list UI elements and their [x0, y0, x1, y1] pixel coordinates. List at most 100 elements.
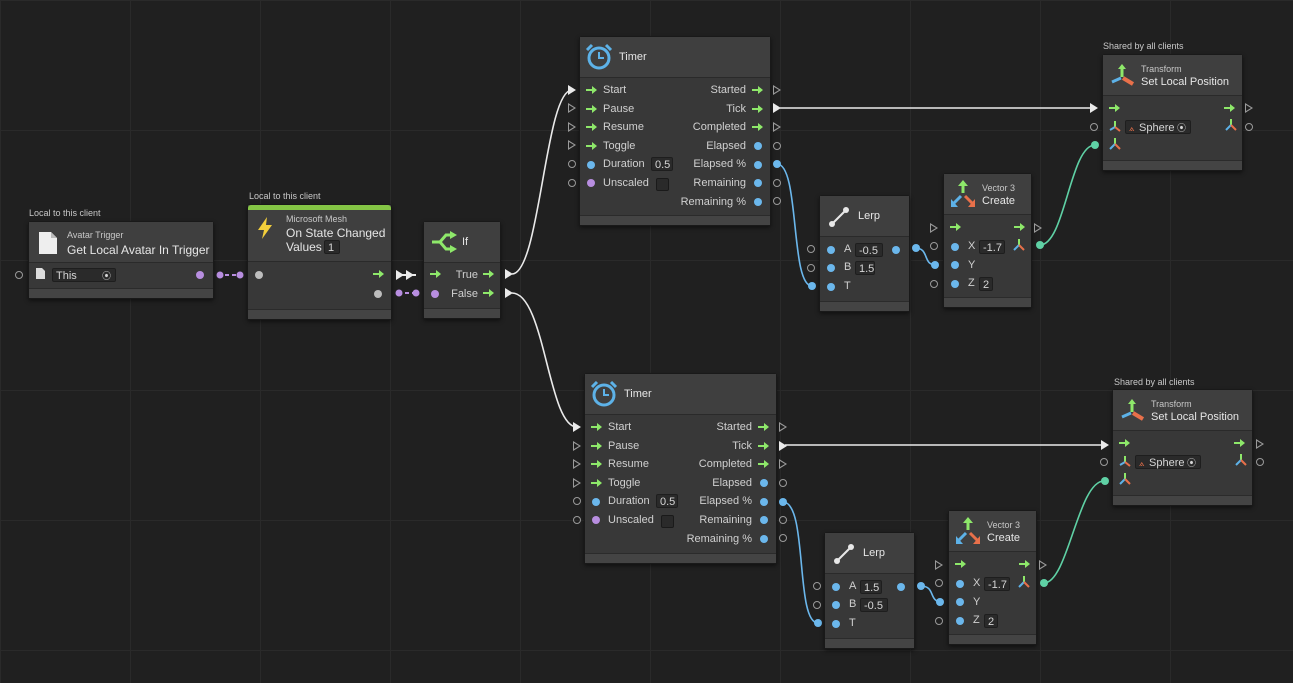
start-flow-arrow[interactable]: [586, 85, 598, 95]
x-connector[interactable]: [930, 242, 938, 250]
b-field[interactable]: -0.5: [860, 598, 888, 612]
flow-connector-out[interactable]: [396, 270, 404, 280]
avatar-output-port[interactable]: [196, 271, 204, 279]
a-input-port[interactable]: [832, 583, 840, 591]
start-flow-arrow[interactable]: [591, 422, 603, 432]
completed-connector[interactable]: [779, 459, 787, 469]
transform-out-connector[interactable]: [1245, 123, 1253, 131]
started-flow-arrow[interactable]: [758, 422, 770, 432]
start-connector[interactable]: [573, 422, 581, 432]
tick-connector[interactable]: [779, 441, 787, 451]
vector-flow-connector[interactable]: [930, 223, 938, 233]
elapsed-output-port[interactable]: [760, 479, 768, 487]
toggle-flow-arrow[interactable]: [591, 478, 603, 488]
elapsed-percent-output-port[interactable]: [760, 498, 768, 506]
target-connector[interactable]: [1090, 123, 1098, 131]
a-connector[interactable]: [807, 245, 815, 253]
flow-output-arrow[interactable]: [1019, 559, 1031, 569]
resume-flow-arrow[interactable]: [591, 459, 603, 469]
unscaled-checkbox[interactable]: [656, 178, 669, 191]
y-connector[interactable]: [931, 261, 939, 269]
lerp-out-connector[interactable]: [917, 582, 925, 590]
duration-field[interactable]: 0.5: [651, 157, 673, 171]
pause-connector[interactable]: [573, 441, 581, 451]
unscaled-input-port[interactable]: [587, 179, 595, 187]
vector3-create-node-2[interactable]: Vector 3 Create X -1.7 Y Z 2: [948, 510, 1037, 645]
completed-connector[interactable]: [773, 122, 781, 132]
flow-output-arrow[interactable]: [1224, 103, 1236, 113]
duration-connector[interactable]: [568, 160, 576, 168]
target-connector[interactable]: [1100, 458, 1108, 466]
state-changed-node[interactable]: Microsoft Mesh On State Changed Values 1: [247, 204, 392, 320]
z-connector[interactable]: [935, 617, 943, 625]
t-connector[interactable]: [814, 619, 822, 627]
b-input-port[interactable]: [827, 264, 835, 272]
tick-flow-arrow[interactable]: [758, 441, 770, 451]
unscaled-connector[interactable]: [568, 179, 576, 187]
lerp-output-port[interactable]: [892, 246, 900, 254]
resume-flow-arrow[interactable]: [586, 122, 598, 132]
vector-flow-out-connector[interactable]: [1034, 223, 1042, 233]
resume-connector[interactable]: [568, 122, 576, 132]
target-icon[interactable]: ⦿: [1186, 458, 1196, 468]
b-connector[interactable]: [813, 601, 821, 609]
false-output-arrow[interactable]: [483, 288, 495, 298]
vector3-create-node-1[interactable]: Vector 3 Create X -1.7 Y Z 2: [943, 173, 1032, 308]
remaining-output-port[interactable]: [754, 179, 762, 187]
timer-node-1[interactable]: Timer Start Pause Resume Toggle Duration…: [579, 36, 771, 226]
position-connector[interactable]: [1091, 141, 1099, 149]
condition-input-port[interactable]: [431, 290, 439, 298]
false-connector[interactable]: [505, 288, 513, 298]
y-connector[interactable]: [936, 598, 944, 606]
target-icon[interactable]: ⦿: [101, 271, 111, 281]
object-field[interactable]: This⦿: [52, 268, 116, 282]
t-connector[interactable]: [808, 282, 816, 290]
flow-output-arrow[interactable]: [1014, 222, 1026, 232]
values-field[interactable]: 1: [324, 240, 340, 254]
z-input-port[interactable]: [951, 280, 959, 288]
started-flow-arrow[interactable]: [752, 85, 764, 95]
vector-out-connector[interactable]: [1040, 579, 1048, 587]
flow-connector-in[interactable]: [406, 270, 414, 280]
resume-connector[interactable]: [573, 459, 581, 469]
remaining-percent-output-port[interactable]: [760, 535, 768, 543]
z-connector[interactable]: [930, 280, 938, 288]
transform-flow-connector[interactable]: [1101, 440, 1109, 450]
flow-output-arrow[interactable]: [1234, 438, 1246, 448]
a-field[interactable]: -0.5: [855, 243, 883, 257]
unscaled-connector[interactable]: [573, 516, 581, 524]
remaining-percent-connector[interactable]: [773, 197, 781, 205]
transform-out-connector[interactable]: [1256, 458, 1264, 466]
started-connector[interactable]: [779, 422, 787, 432]
flow-output-arrow[interactable]: [373, 269, 385, 279]
a-connector[interactable]: [813, 582, 821, 590]
completed-flow-arrow[interactable]: [758, 459, 770, 469]
transform-flow-out-connector[interactable]: [1256, 439, 1264, 449]
vector-flow-connector[interactable]: [935, 560, 943, 570]
y-input-port[interactable]: [951, 261, 959, 269]
flow-input-arrow[interactable]: [950, 222, 962, 232]
remaining-connector[interactable]: [773, 179, 781, 187]
elapsed-percent-connector[interactable]: [779, 498, 787, 506]
remaining-connector[interactable]: [779, 516, 787, 524]
a-field[interactable]: 1.5: [860, 580, 882, 594]
value-output-port[interactable]: [374, 290, 382, 298]
target-object-field[interactable]: ⟑Sphere⦿: [1125, 120, 1191, 134]
z-field[interactable]: 2: [979, 277, 993, 291]
z-field[interactable]: 2: [984, 614, 998, 628]
avatar-trigger-node[interactable]: Avatar Trigger Get Local Avatar In Trigg…: [28, 221, 214, 299]
flow-input-arrow[interactable]: [955, 559, 967, 569]
x-field[interactable]: -1.7: [984, 577, 1010, 591]
timer-node-2[interactable]: Timer Start Pause Resume Toggle Duration…: [584, 373, 777, 564]
tick-flow-arrow[interactable]: [752, 104, 764, 114]
elapsed-output-port[interactable]: [754, 142, 762, 150]
elapsed-connector[interactable]: [773, 142, 781, 150]
toggle-connector[interactable]: [573, 478, 581, 488]
lerp-output-port[interactable]: [897, 583, 905, 591]
duration-field[interactable]: 0.5: [656, 494, 678, 508]
value-input-port[interactable]: [255, 271, 263, 279]
true-output-arrow[interactable]: [483, 269, 495, 279]
if-node[interactable]: If True False: [423, 221, 501, 319]
toggle-connector[interactable]: [568, 140, 576, 150]
this-input-port[interactable]: [15, 271, 23, 279]
